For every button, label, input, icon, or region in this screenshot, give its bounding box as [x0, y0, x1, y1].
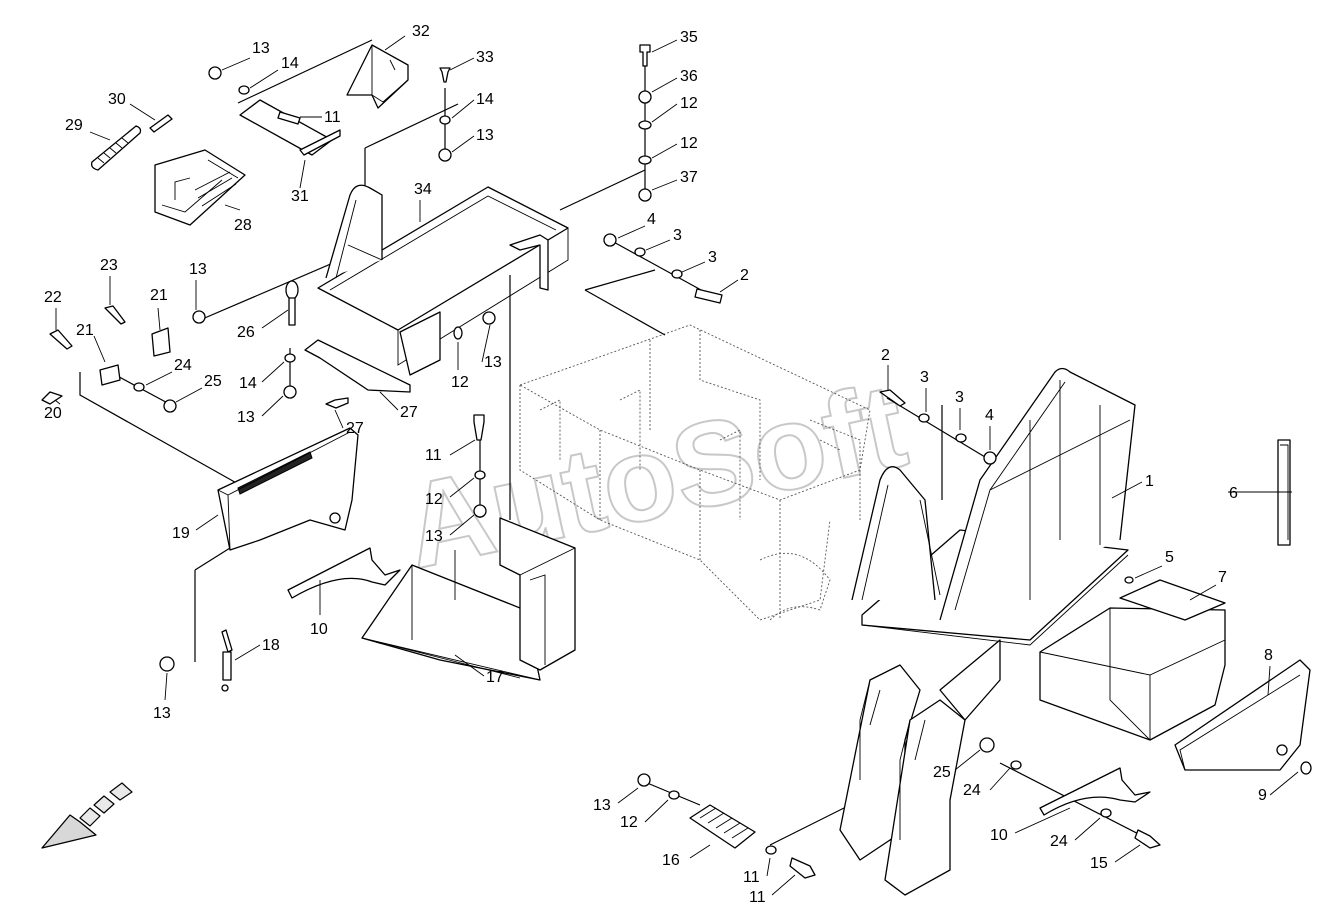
callout-24: 24: [1050, 833, 1068, 850]
fasteners: [41, 44, 1312, 879]
callout-21: 21: [76, 322, 94, 339]
callout-18: 18: [262, 637, 280, 654]
callout-13: 13: [476, 127, 494, 144]
callout-6: 6: [1229, 485, 1238, 502]
callout-3: 3: [673, 227, 682, 244]
machine-frame-background: [518, 324, 871, 621]
part-35-platform: [317, 184, 569, 376]
part-10-angle-right: [1039, 767, 1151, 816]
part-6-strip: [1277, 439, 1291, 546]
callout-36: 35: [680, 29, 698, 46]
callout-19: 19: [172, 525, 190, 542]
callout-12: 12: [451, 374, 469, 391]
part-16-step: [689, 804, 756, 849]
callout-12: 12: [680, 95, 698, 112]
callout-23: 23: [100, 257, 118, 274]
callout-8: 8: [1264, 647, 1273, 664]
callout-11: 11: [425, 447, 442, 464]
callout-13: 13: [189, 261, 207, 278]
callout-11: 11: [749, 889, 766, 906]
callout-32: 31: [291, 188, 309, 205]
callout-29: 28: [234, 217, 252, 234]
callout-24: 24: [174, 357, 192, 374]
callout-7: 7: [1218, 569, 1227, 586]
callout-33: 32: [412, 23, 430, 40]
callout-10: 10: [990, 827, 1008, 844]
callout-24: 24: [963, 782, 981, 799]
part-10-angle-left: [287, 547, 401, 599]
callout-13: 13: [153, 705, 171, 722]
part-31-pin: [149, 114, 173, 133]
part-18-strut: [221, 629, 233, 692]
callout-31: 30: [108, 91, 126, 108]
callout-15: 15: [1090, 855, 1108, 872]
callout-14: 14: [239, 375, 257, 392]
callout-3: 3: [920, 369, 929, 386]
part-33-plate: [346, 44, 409, 109]
callout-37: 36: [680, 68, 698, 85]
callout-3: 3: [708, 249, 717, 266]
part-8-cover: [1174, 659, 1311, 771]
callout-12: 12: [425, 491, 443, 508]
label-ticks: [54, 35, 1299, 896]
callout-16: 16: [662, 852, 680, 869]
callout-34: 33: [476, 49, 494, 66]
callout-13: 13: [593, 797, 611, 814]
part-28-bracket: [304, 339, 411, 393]
callout-22: 22: [44, 289, 62, 306]
part-17-tray: [361, 517, 576, 681]
callout-13: 13: [237, 409, 255, 426]
direction-arrow: [41, 782, 133, 849]
callout-28: 27: [400, 404, 418, 421]
callout-4: 4: [985, 407, 994, 424]
callout-12: 12: [680, 135, 698, 152]
callout-1: 1: [1145, 473, 1154, 490]
leader-lines: [79, 39, 1161, 846]
callout-37: 37: [680, 169, 698, 186]
callout-14: 14: [281, 55, 299, 72]
callout-20: 20: [44, 405, 62, 422]
callout-12: 12: [620, 814, 638, 831]
callout-25: 25: [204, 373, 222, 390]
callout-35: 34: [414, 181, 432, 198]
part-21-hinge: [99, 327, 171, 386]
part-1-support-legs: [839, 639, 1001, 896]
callout-2: 2: [740, 267, 749, 284]
callout-2: 2: [881, 347, 890, 364]
callout-13: 13: [425, 528, 443, 545]
part-7-box: [1039, 579, 1226, 741]
callout-17: 17: [486, 669, 504, 686]
part-32-bracket: [239, 99, 341, 156]
callout-13: 13: [484, 354, 502, 371]
callout-26: 26: [237, 324, 255, 341]
part-1-platform: [851, 367, 1136, 646]
callout-9: 9: [1258, 787, 1267, 804]
callout-3: 3: [955, 389, 964, 406]
callout-labels: 32 13 14 11 30 29 31 28 33 14 13 34 35 3…: [44, 23, 1273, 906]
callout-11: 11: [324, 109, 341, 126]
part-26-eyebolt: [285, 280, 299, 326]
callout-30: 29: [65, 117, 83, 134]
callout-27: 27: [346, 420, 364, 437]
callout-10: 10: [310, 621, 328, 638]
callout-25: 25: [933, 764, 951, 781]
part-29-bracket: [154, 149, 246, 226]
callout-14: 14: [476, 91, 494, 108]
part-30-spring: [90, 125, 142, 171]
callout-21: 21: [150, 287, 168, 304]
callout-13: 13: [252, 40, 270, 57]
callout-4: 4: [647, 211, 656, 228]
part-19-cover: [217, 427, 359, 551]
callout-12: 11: [743, 869, 760, 886]
watermark: AutoSoft: [393, 358, 916, 594]
callout-5: 5: [1165, 549, 1174, 566]
